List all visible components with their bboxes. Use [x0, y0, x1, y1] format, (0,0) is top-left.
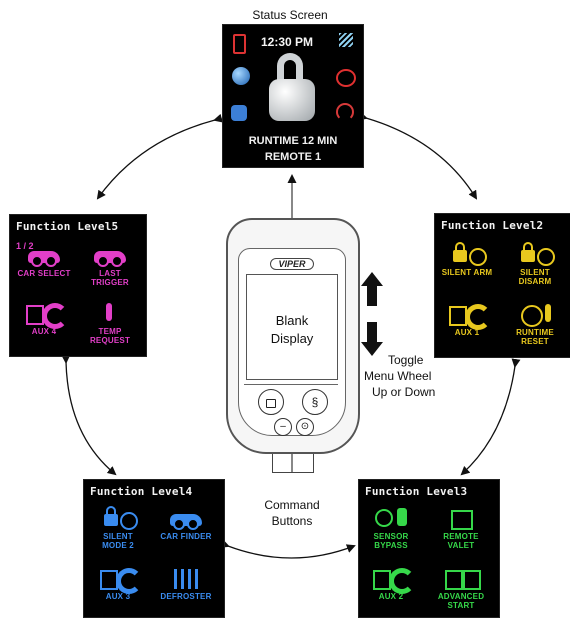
display-text-line2: Display — [270, 331, 314, 346]
globe-icon — [232, 67, 250, 85]
status-time: 12:30 PM — [261, 35, 314, 49]
tile-temp-request[interactable]: TEMP REQUEST — [82, 301, 138, 345]
tile-silent-mode-2[interactable]: SILENT MODE 2 — [90, 506, 146, 550]
lock-icon — [453, 242, 467, 262]
level4-title: Function Level4 — [90, 485, 193, 498]
thermometer-icon — [106, 303, 112, 321]
mute-icon — [469, 248, 487, 266]
lock-icon — [266, 399, 276, 408]
arrow-status-to-level5 — [96, 113, 223, 200]
tile-aux-2[interactable]: AUX 2 — [363, 566, 419, 601]
tile-sensor-bypass[interactable]: SENSOR BYPASS — [363, 506, 419, 550]
remote-brand: VIPER — [270, 258, 314, 270]
function-level3-screen: Function Level3 SENSOR BYPASS REMOTE VAL… — [358, 479, 500, 618]
power-icon — [465, 304, 491, 330]
start-icon: § — [311, 395, 319, 409]
lock-icon — [104, 506, 118, 526]
tile-aux-1[interactable]: AUX 1 — [439, 302, 495, 337]
level2-title: Function Level2 — [441, 219, 544, 232]
tile-silent-arm[interactable]: SILENT ARM — [439, 242, 495, 277]
arrow-level5-to-level4 — [61, 354, 117, 476]
mute-icon — [537, 248, 555, 266]
tile-car-select[interactable]: CAR SELECT — [16, 243, 72, 278]
tile-silent-disarm[interactable]: SILENT DISARM — [507, 242, 563, 286]
power-icon — [42, 303, 68, 329]
level5-title: Function Level5 — [16, 220, 119, 233]
minus-icon: – — [280, 421, 286, 432]
status-screen: 12:30 PM RUNTIME 12 MIN REMOTE 1 — [222, 24, 364, 168]
reset-icon — [521, 305, 543, 327]
car-trigger-icon — [94, 251, 126, 267]
display-text-line1: Blank — [247, 313, 337, 328]
status-runtime: RUNTIME 12 MIN — [248, 135, 338, 147]
command-buttons-bracket — [272, 454, 314, 473]
toggle-down-arrow — [361, 322, 383, 356]
arrow-level2-to-level3 — [460, 358, 521, 476]
tile-aux-4[interactable]: AUX 4 — [16, 301, 72, 336]
level5-page-indicator: 1 / 2 — [16, 241, 34, 251]
padlock-icon — [269, 53, 315, 125]
status-screen-label: Status Screen — [252, 8, 328, 22]
tile-defroster[interactable]: DEFROSTER — [158, 566, 214, 601]
phone-icon — [233, 34, 246, 54]
status-remote: REMOTE 1 — [264, 151, 322, 163]
tile-car-finder[interactable]: CAR FINDER — [158, 506, 214, 541]
lock-button[interactable] — [258, 389, 284, 415]
remote-control: VIPER Blank Display § – ⊙ — [226, 218, 360, 473]
function-button[interactable]: ⊙ — [296, 418, 314, 436]
function-level2-screen: Function Level2 SILENT ARM SILENT DISARM… — [434, 213, 570, 358]
car-alert-icon — [336, 69, 356, 87]
hand-icon — [231, 105, 247, 121]
level3-title: Function Level3 — [365, 485, 468, 498]
tile-aux-3[interactable]: AUX 3 — [90, 566, 146, 601]
car-icon — [28, 251, 60, 267]
remote-button-panel — [244, 384, 338, 435]
toggle-up-arrow — [361, 272, 383, 306]
function-level4-screen: Function Level4 SILENT MODE 2 CAR FINDER… — [83, 479, 225, 618]
power-icon — [116, 568, 142, 594]
bypass-icon — [397, 508, 407, 526]
command-buttons-label: Command Buttons — [264, 498, 320, 528]
tile-remote-valet[interactable]: REMOTE VALET — [433, 506, 489, 550]
power-icon — [389, 568, 415, 594]
signal-icon — [339, 33, 353, 47]
arrow-status-to-level2 — [358, 111, 478, 200]
toggle-label: Toggle Menu Wheel Up or Down — [364, 353, 436, 399]
minus-button[interactable]: – — [274, 418, 292, 436]
sensor-icon — [375, 509, 393, 527]
unlock-icon — [521, 242, 535, 262]
gauge-icon — [336, 103, 354, 121]
tile-runtime-reset[interactable]: RUNTIME RESET — [507, 302, 563, 346]
valet-icon — [451, 510, 473, 530]
start-icon — [445, 570, 463, 590]
blank-display: Blank Display — [246, 274, 338, 380]
arrow-level4-to-level3 — [219, 539, 356, 559]
tile-last-trigger[interactable]: LAST TRIGGER — [82, 243, 138, 287]
car-finder-icon — [170, 514, 202, 530]
tile-advanced-start[interactable]: ADVANCED START — [433, 566, 489, 610]
mute-icon — [120, 512, 138, 530]
function-icon: ⊙ — [300, 421, 310, 432]
start-icon-2 — [463, 570, 481, 590]
hourglass-icon — [545, 304, 551, 322]
defroster-icon — [174, 569, 198, 589]
function-level5-screen: Function Level5 1 / 2 CAR SELECT LAST TR… — [9, 214, 147, 357]
start-button[interactable]: § — [302, 389, 328, 415]
